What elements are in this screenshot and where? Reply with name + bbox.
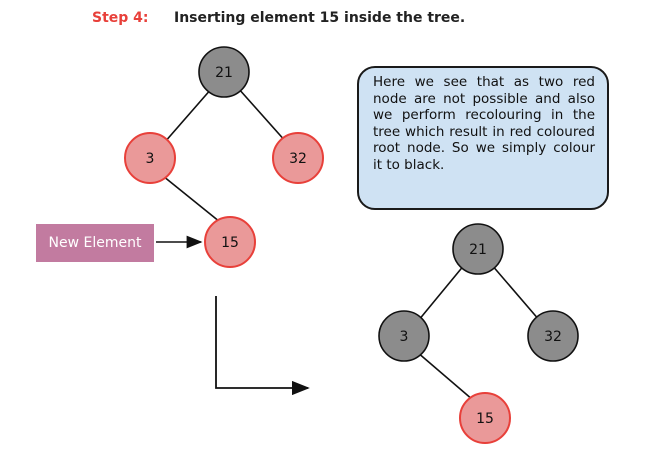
explanation-note: Here we see that as two red node are not… bbox=[357, 66, 609, 210]
node-21-label: 21 bbox=[215, 65, 233, 81]
node-3-after-label: 3 bbox=[400, 329, 409, 345]
node-15-red bbox=[204, 216, 256, 268]
edge-21-3 bbox=[163, 87, 213, 144]
node-32-after-label: 32 bbox=[544, 329, 562, 345]
node-15-after-red bbox=[459, 392, 511, 444]
edge-21-3-after bbox=[417, 263, 466, 322]
node-3-after-black bbox=[378, 310, 430, 362]
tree-after: 21 3 32 15 bbox=[378, 223, 579, 444]
edge-3-15 bbox=[162, 175, 221, 223]
tree-before: 21 3 32 15 bbox=[124, 46, 324, 268]
node-32-label: 32 bbox=[289, 151, 307, 167]
new-element-label: New Element bbox=[36, 224, 154, 262]
edge-21-32-after bbox=[490, 263, 541, 322]
step-title: Inserting element 15 inside the tree. bbox=[174, 10, 466, 26]
node-15-after-label: 15 bbox=[476, 411, 494, 427]
node-32-after-black bbox=[527, 310, 579, 362]
node-21-after-label: 21 bbox=[469, 242, 487, 258]
node-3-red bbox=[124, 132, 176, 184]
transition-arrow bbox=[215, 296, 310, 396]
node-3-label: 3 bbox=[146, 151, 155, 167]
node-15-label: 15 bbox=[221, 235, 239, 251]
edge-21-32 bbox=[237, 87, 288, 144]
edge-3-15-after bbox=[416, 351, 474, 401]
node-21-black bbox=[198, 46, 250, 98]
node-32-red bbox=[272, 132, 324, 184]
node-21-after-black bbox=[452, 223, 504, 275]
step-label: Step 4: bbox=[92, 10, 149, 26]
